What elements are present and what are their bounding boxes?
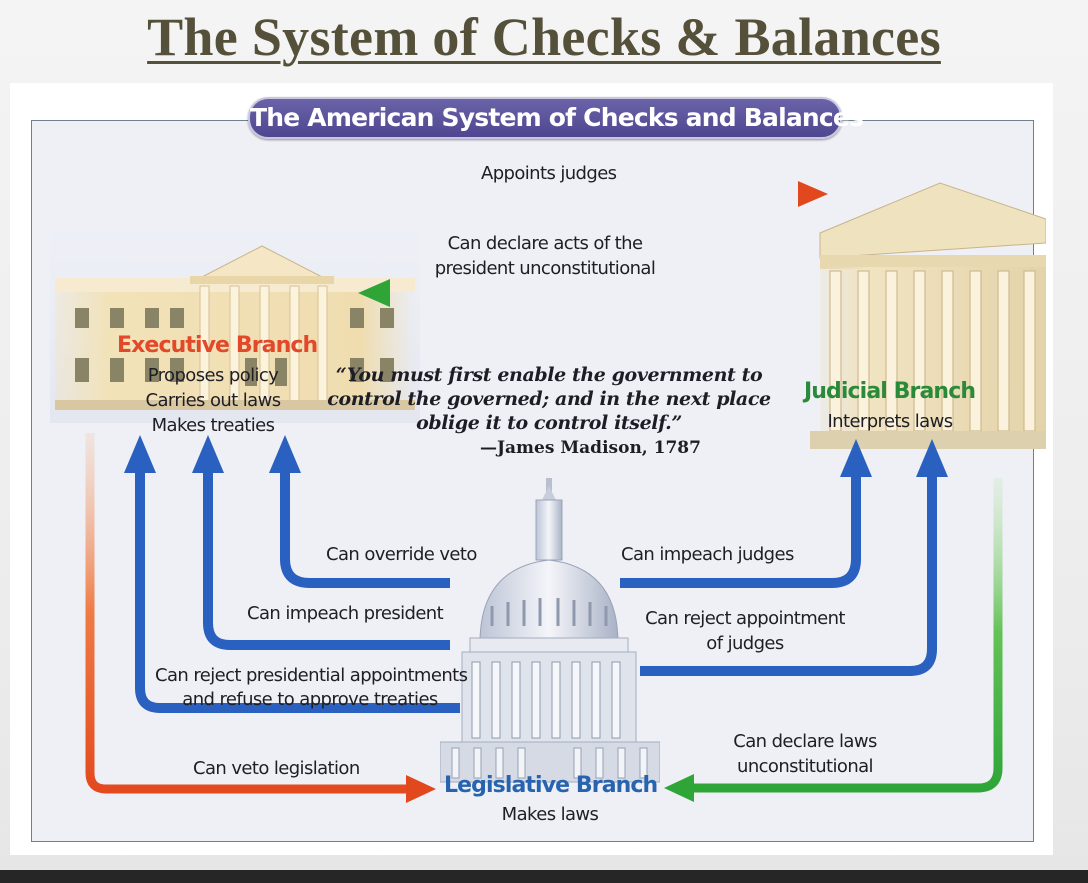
arrowhead-appoints-judges bbox=[798, 181, 828, 207]
label-reject-judges-line2: of judges bbox=[706, 633, 784, 654]
diagram-title: The American System of Checks and Balanc… bbox=[248, 97, 864, 139]
arrow-impeach-judges bbox=[620, 473, 861, 588]
arrow-declare-laws bbox=[690, 478, 1003, 793]
label-impeach-judges: Can impeach judges bbox=[621, 544, 794, 565]
arrow-override-veto bbox=[280, 468, 450, 588]
label-appoints-judges: Appoints judges bbox=[481, 163, 617, 184]
executive-power-3: Makes treaties bbox=[151, 415, 275, 436]
executive-power-2: Carries out laws bbox=[145, 390, 282, 411]
diagram-panel: The American System of Checks and Balanc… bbox=[10, 83, 1053, 855]
arrowhead-reject-judges bbox=[916, 439, 948, 477]
judicial-branch-title: Judicial Branch bbox=[804, 379, 976, 404]
label-reject-appointments-line1: Can reject presidential appointments bbox=[155, 665, 468, 686]
checks-arrows bbox=[85, 181, 1003, 803]
label-declare-laws-line1: Can declare laws bbox=[733, 731, 877, 752]
legislative-power-1: Makes laws bbox=[501, 804, 599, 825]
arrow-veto bbox=[85, 433, 410, 794]
label-reject-appointments-line2: and refuse to approve treaties bbox=[182, 689, 438, 710]
arrowhead-impeach-judges bbox=[840, 439, 872, 477]
arrow-reject-appointments bbox=[135, 468, 460, 713]
arrowhead-veto bbox=[406, 775, 436, 803]
capitol-illustration bbox=[440, 478, 660, 783]
label-declare-laws-line2: unconstitutional bbox=[737, 756, 874, 777]
arrowhead-override-veto bbox=[269, 435, 301, 473]
label-impeach-president: Can impeach president bbox=[247, 603, 444, 624]
arrowhead-declare-laws bbox=[664, 774, 694, 802]
label-veto-legislation: Can veto legislation bbox=[193, 758, 360, 779]
arrowhead-impeach-president bbox=[192, 435, 224, 473]
legislative-branch-title: Legislative Branch bbox=[444, 773, 658, 798]
quote-attribution: —James Madison, 1787 bbox=[480, 438, 701, 458]
supreme-court-illustration bbox=[810, 182, 1046, 449]
arrowhead-declare-acts bbox=[358, 279, 390, 307]
arrowhead-reject-appointments bbox=[124, 435, 156, 473]
madison-quote: “You must first enable the government to… bbox=[327, 364, 771, 434]
label-override-veto: Can override veto bbox=[326, 544, 477, 565]
bottom-bar bbox=[0, 870, 1088, 883]
arrow-impeach-president bbox=[203, 468, 450, 650]
white-house-illustration bbox=[50, 168, 420, 423]
label-declare-acts-line1: Can declare acts of the bbox=[447, 233, 643, 254]
executive-power-1: Proposes policy bbox=[147, 365, 279, 386]
arrow-reject-judges bbox=[640, 473, 937, 676]
slide-title: The System of Checks & Balances bbox=[147, 7, 941, 67]
label-reject-judges-line1: Can reject appointment bbox=[645, 608, 845, 629]
label-declare-acts-line2: president unconstitutional bbox=[434, 258, 656, 279]
executive-branch-title: Executive Branch bbox=[117, 333, 318, 358]
judicial-power-1: Interprets laws bbox=[827, 411, 953, 432]
